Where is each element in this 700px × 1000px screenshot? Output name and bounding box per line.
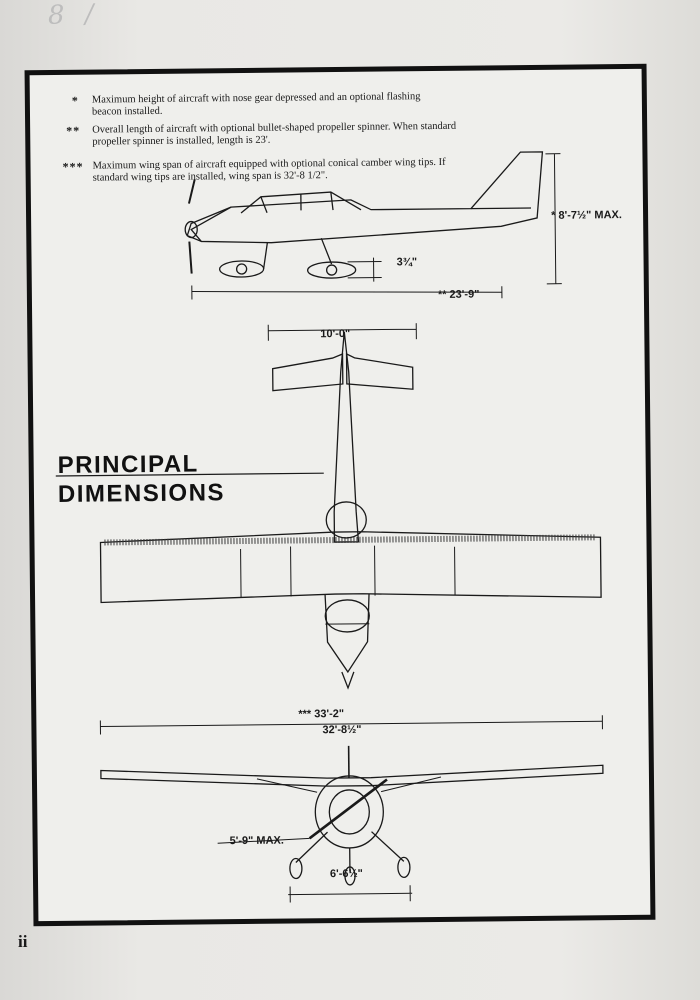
top-view: [99, 323, 602, 690]
pencil-note: 8 /: [47, 0, 101, 31]
page-number: ii: [18, 932, 28, 951]
side-view: [184, 151, 562, 300]
front-view: [99, 715, 604, 903]
aircraft-diagrams: [55, 151, 604, 903]
diagram-frame: * Maximum height of aircraft with nose g…: [24, 63, 656, 927]
